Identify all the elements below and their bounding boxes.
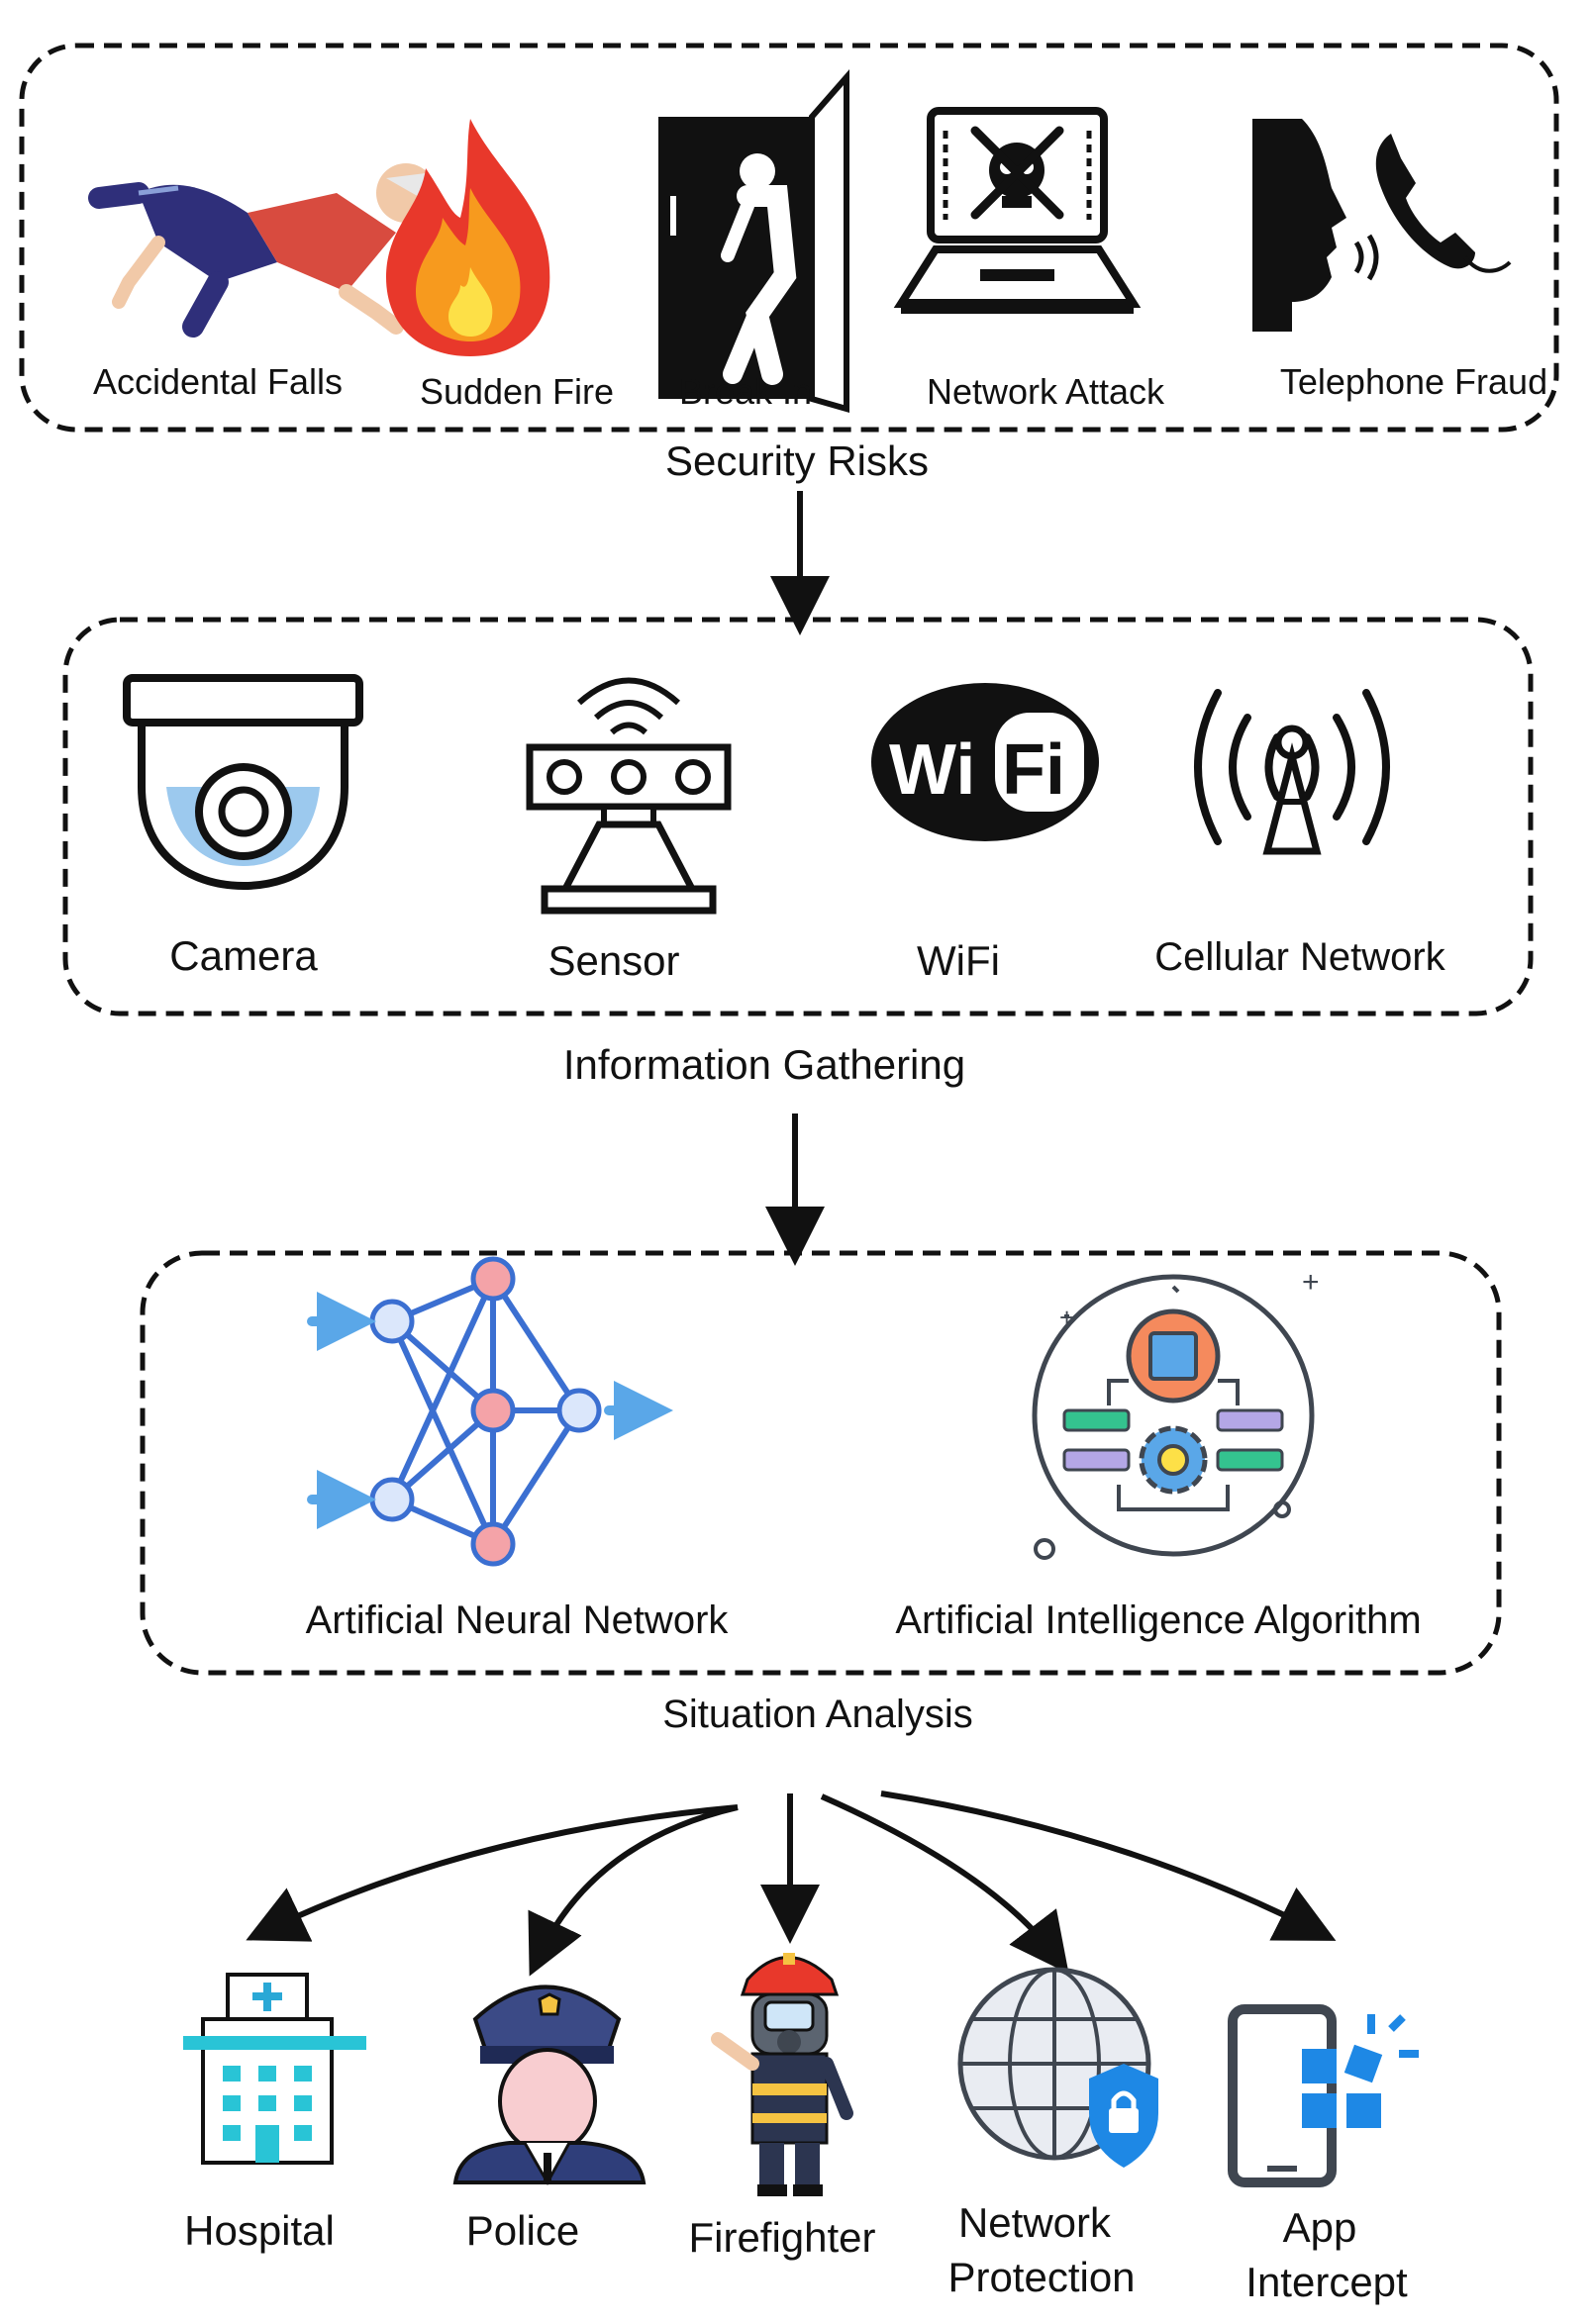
svg-text:+: + [1059,1303,1074,1332]
network-protection-icon [957,1967,1158,2168]
analysis-label-ai-algorithm: Artificial Intelligence Algorithm [895,1598,1421,1642]
responses-group: Hospital Police [183,1953,1419,2305]
response-label-app-intercept-line1: App [1283,2204,1357,2251]
situation-analysis-title: Situation Analysis [662,1693,973,1736]
camera-icon [123,674,363,891]
arrow-to-hospital [246,1804,739,1942]
risk-label-telephone-fraud: Telephone Fraud [1280,361,1547,402]
response-label-hospital: Hospital [184,2207,335,2254]
response-label-network-protection-line2: Protection [947,2254,1135,2300]
ai-algorithm-icon: + + [1032,1266,1320,1560]
app-intercept-icon [1228,2004,1419,2187]
police-icon [452,1985,647,2186]
response-arrows [246,1791,1337,1977]
gathering-label-cellular-network: Cellular Network [1154,935,1445,979]
hospital-icon [183,1973,366,2165]
svg-text:Fi: Fi [1002,730,1065,810]
information-gathering-box [62,617,1534,1017]
information-gathering-group: Camera Sensor Wi Fi WiFi [62,617,1534,1088]
arrow-to-police [528,1804,739,1977]
risk-label-network-attack: Network Attack [927,371,1165,412]
sensor-icon [526,677,732,915]
arrow-to-app-intercept [880,1791,1337,1941]
gathering-label-sensor: Sensor [547,937,679,984]
response-label-network-protection-line1: Network [958,2199,1112,2246]
information-gathering-title: Information Gathering [563,1041,965,1088]
svg-text:Wi: Wi [889,730,975,810]
cell-tower-icon [1194,689,1390,855]
gathering-label-camera: Camera [169,932,318,979]
response-label-police: Police [466,2207,579,2254]
situation-analysis-group: Artificial Neural Network + + Artificial… [140,1250,1502,1736]
svg-text:+: + [1302,1266,1320,1299]
break-in-icon [658,69,849,413]
analysis-label-neural-network: Artificial Neural Network [306,1598,730,1642]
neural-network-icon [307,1256,673,1567]
firefighter-icon [711,1953,853,2196]
gathering-label-wifi: WiFi [917,937,1000,984]
falling-person-icon [88,163,436,338]
risk-label-accidental-falls: Accidental Falls [93,361,343,402]
situation-analysis-box [140,1250,1502,1676]
wifi-icon: Wi Fi [871,683,1099,841]
security-risks-box [19,43,1559,433]
security-risks-title: Security Risks [665,437,929,484]
risk-label-sudden-fire: Sudden Fire [420,371,614,412]
arrow-to-network-protection [820,1793,1069,1975]
response-label-firefighter: Firefighter [688,2214,875,2261]
fire-icon [386,119,550,356]
risk-label-break-in: Break In [679,371,812,412]
hacked-laptop-icon [893,107,1142,314]
response-label-app-intercept-line2: Intercept [1245,2259,1408,2305]
phone-fraud-icon [1252,119,1512,332]
security-risks-group: Accidental Falls Sudden Fire Break In [19,43,1559,484]
